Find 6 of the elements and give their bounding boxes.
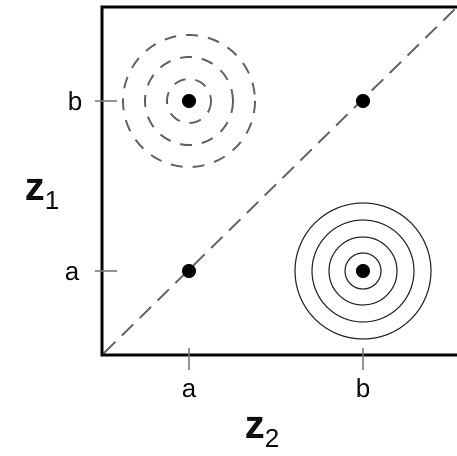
axis-tick-label: a <box>64 258 80 284</box>
axis-tick-label: a <box>182 375 196 401</box>
axis-tick-label: b <box>68 88 82 114</box>
axis-tick-label: b <box>356 375 370 401</box>
axis-title: z$_{1}$ <box>24 167 60 213</box>
axis-title: z$_{2}$ <box>244 405 280 451</box>
